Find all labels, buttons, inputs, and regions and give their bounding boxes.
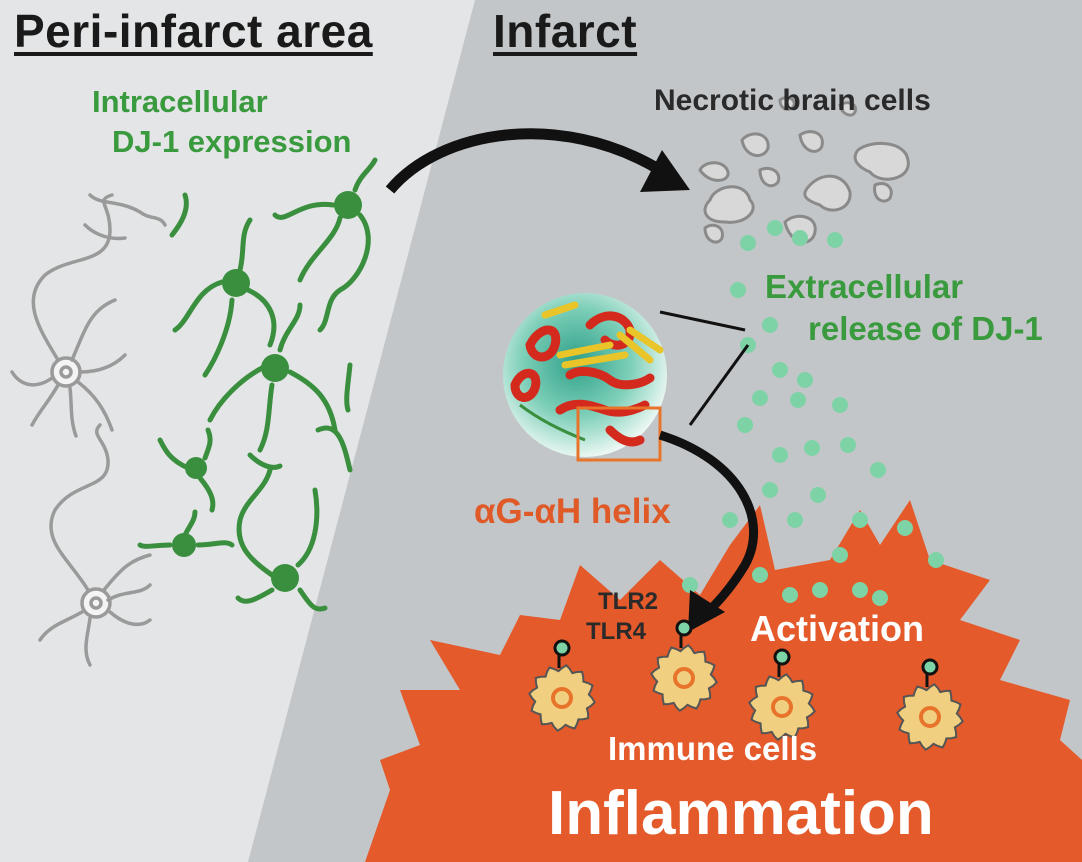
dj1-dot: [852, 512, 868, 528]
green-neurite: [315, 425, 353, 473]
dj1-dot: [832, 397, 848, 413]
dj1-dot: [772, 362, 788, 378]
necrotic-cell: [803, 174, 852, 212]
tlr-receptor: [675, 619, 693, 637]
dj1-dot: [804, 440, 820, 456]
dj1-dot: [840, 437, 856, 453]
green-neuron: [172, 217, 277, 378]
peri-infarct-header: Peri-infarct area: [14, 5, 373, 57]
green-neuron: [207, 302, 338, 453]
extracellular-dj1-molecules: [682, 220, 944, 606]
helix-highlight-box: [576, 406, 662, 462]
necrotic-cell: [703, 185, 755, 224]
healthy-neurons: [10, 193, 167, 667]
green-neurite: [247, 452, 283, 470]
zoom-line: [659, 310, 746, 332]
activation-label: Activation: [750, 608, 925, 649]
green-neuron: [235, 467, 328, 612]
necrotic-cell: [873, 182, 893, 203]
gray-neurite: [83, 223, 127, 241]
extracellular-label: Extracellular: [765, 268, 964, 305]
activation-arrow: [658, 430, 758, 619]
helix-label: αG-αH helix: [474, 492, 671, 531]
dj1-dot: [762, 482, 778, 498]
dj1-dot: [737, 417, 753, 433]
infarct-header: Infarct: [493, 5, 638, 57]
dj1-dot: [787, 512, 803, 528]
dj1-protein-structure: [503, 293, 750, 462]
green-neurite: [344, 362, 353, 413]
gray-neuron: [10, 193, 127, 438]
green-neuron: [272, 157, 378, 333]
necrotic-cell: [798, 130, 824, 153]
necrotic-cell: [740, 132, 770, 157]
necrotic-cell: [758, 166, 781, 188]
dj1-dot: [782, 587, 798, 603]
immune-cell: [896, 658, 964, 751]
immune-cell: [650, 619, 718, 712]
dj1-dot: [767, 220, 783, 236]
dj1-dot: [740, 235, 756, 251]
zoom-line: [688, 344, 750, 426]
dj1-dot: [812, 582, 828, 598]
dj1-dot: [872, 590, 888, 606]
release-arrow: [385, 128, 663, 194]
necrotic-brain-cells: [698, 96, 910, 244]
inflammation-burst: [365, 500, 1082, 862]
tlr-receptor: [553, 639, 571, 657]
tlr4-label: TLR4: [586, 618, 646, 645]
necrotic-cell: [698, 161, 730, 182]
immune-cells: [528, 619, 964, 751]
activation-arrow-head: [688, 590, 725, 632]
dj1-dot: [827, 232, 843, 248]
necrotic-cells-label: Necrotic brain cells: [654, 84, 931, 117]
dj1-dot: [852, 582, 868, 598]
tlr-receptor: [921, 658, 939, 676]
tlr2-label: TLR2: [598, 588, 658, 615]
dj1-dot: [897, 520, 913, 536]
dj1-dot: [772, 447, 788, 463]
dj1-dot: [810, 487, 826, 503]
dj1-dot: [792, 230, 808, 246]
gray-neurite: [88, 193, 167, 227]
necrotic-cell: [703, 223, 724, 244]
dj1-dot: [752, 567, 768, 583]
dj1-dot: [832, 547, 848, 563]
dj1-dot: [790, 392, 806, 408]
release-label: release of DJ-1: [808, 310, 1043, 347]
beta-sheets: [541, 301, 664, 369]
immune-cell: [748, 648, 816, 741]
green-neuron: [137, 509, 235, 557]
inflammation-label: Inflammation: [548, 779, 934, 848]
necrotic-cell: [838, 101, 858, 117]
tlr-receptor: [773, 648, 791, 666]
dj1-expression-label: DJ-1 expression: [112, 124, 352, 159]
immune-cells-label: Immune cells: [608, 730, 818, 767]
green-neuron: [157, 427, 216, 513]
gray-neuron: [38, 423, 152, 667]
dj1-dot: [870, 462, 886, 478]
intracellular-label: Intracellular: [92, 84, 268, 119]
dj1-expressing-neurons: [137, 157, 378, 612]
dj1-dot: [762, 317, 778, 333]
alpha-helices: [510, 311, 655, 447]
necrotic-cell: [853, 141, 910, 181]
dj1-dot: [722, 512, 738, 528]
release-arrow-head: [640, 150, 690, 192]
immune-cell: [528, 639, 596, 732]
dj1-dot: [682, 577, 698, 593]
dj1-dot: [730, 282, 746, 298]
dj1-dot: [928, 552, 944, 568]
necrotic-cell: [778, 96, 796, 111]
green-neurite: [169, 192, 189, 238]
dj1-dot: [797, 372, 813, 388]
dj1-dot: [752, 390, 768, 406]
